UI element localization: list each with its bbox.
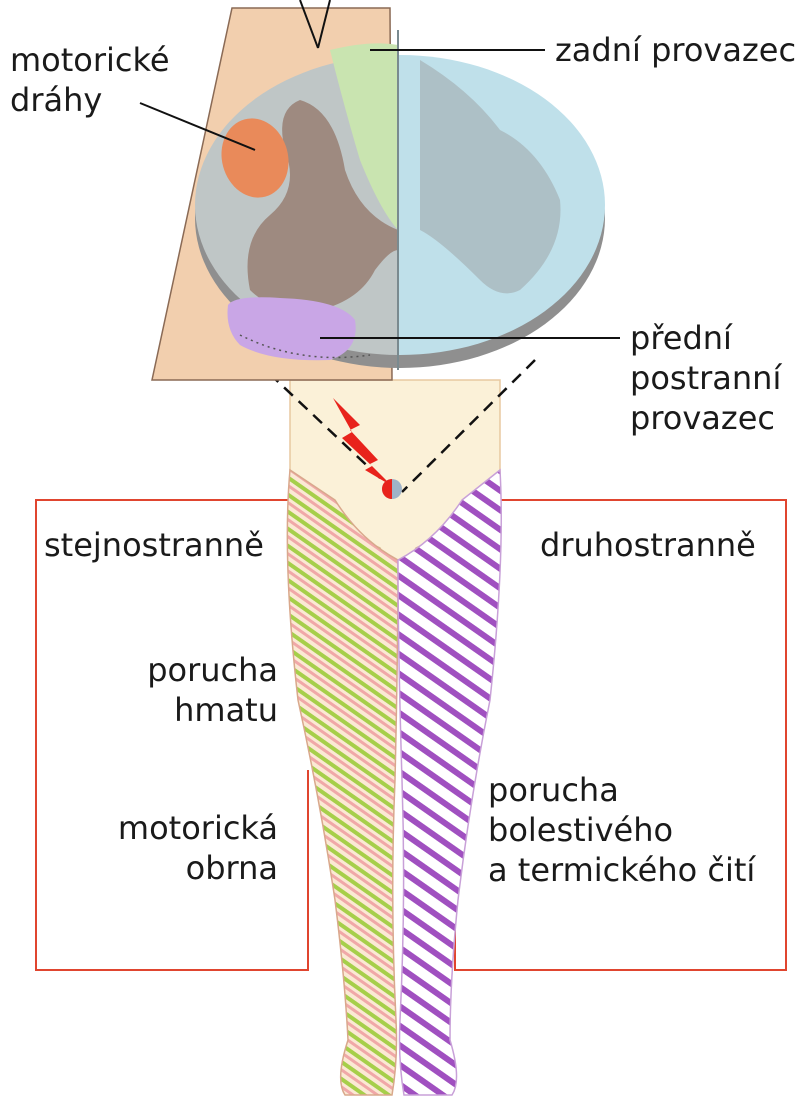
label-touch-1: porucha xyxy=(147,650,278,690)
label-anterolateral-2: postranní xyxy=(630,358,781,398)
left-leg xyxy=(287,470,398,1095)
label-anterolateral-3: provazec xyxy=(630,398,775,438)
label-motor-1: motorická xyxy=(118,808,278,848)
label-motor-tracts-2: dráhy xyxy=(10,80,102,120)
label-pain-2: bolestivého xyxy=(488,810,673,850)
ipsilateral-box xyxy=(36,500,308,970)
label-motor-tracts-1: motorické xyxy=(10,40,170,80)
label-motor-2: obrna xyxy=(186,848,278,888)
label-ipsilateral: stejnostranně xyxy=(44,525,264,565)
label-anterolateral-1: přední xyxy=(630,318,732,358)
label-pain-3: a termického čití xyxy=(488,850,755,890)
label-touch-2: hmatu xyxy=(174,690,278,730)
label-pain-1: porucha xyxy=(488,770,619,810)
label-dorsal-column: zadní provazec xyxy=(555,30,796,70)
label-contralateral: druhostranně xyxy=(540,525,756,565)
contralateral-box xyxy=(455,500,786,970)
right-leg xyxy=(398,470,501,1095)
